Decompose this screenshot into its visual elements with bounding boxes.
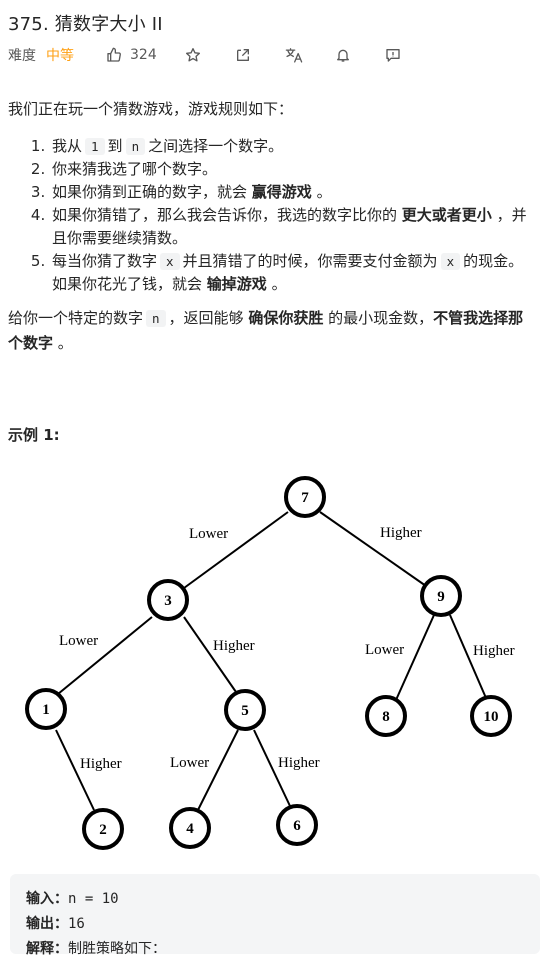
node-label: 3 [164,593,172,609]
rule-text: 我从 [52,137,83,155]
example-output-label: 输出： [26,916,68,932]
rule-text: 你来猜我选了哪个数字。 [52,160,218,178]
inline-code: n [146,310,166,327]
task-text-part: 。 [57,334,73,352]
example-output-value: 16 [68,916,85,932]
edge-label: Lower [365,642,404,658]
tree-node [470,695,512,737]
example-explain-value: 制胜策略如下： [68,941,166,957]
problem-meta-bar: 难度 中等 324 [8,44,401,66]
rule-item: 你来猜我选了哪个数字。 [50,158,536,181]
node-label: 8 [382,709,390,725]
tree-edge [197,729,239,811]
rule-text: 的现金。如果你花光了钱，就会 [52,252,524,293]
tree-edge [449,614,487,699]
edge-label: Higher [278,755,320,771]
bold-text: 更大或者更小 [401,206,492,224]
bold-text: 不管我选择那个数字 [8,309,524,352]
tree-node [276,804,318,846]
tree-node [169,807,211,849]
tree-edge [55,729,95,811]
thumbs-up-icon [106,47,122,63]
rule-text: 如果你猜错了，那么我会告诉你，我选的数字比你的 [52,206,398,224]
tree-edge [183,511,289,589]
intro-text: 我们正在玩一个猜数游戏，游戏规则如下： [8,100,294,118]
node-label: 1 [42,702,50,718]
edge-label: Lower [59,633,98,649]
bell-icon[interactable] [335,47,351,63]
edge-label: Lower [189,526,228,542]
task-text-part: 的最小现金数， [328,309,434,327]
edge-label: Higher [380,525,422,541]
feedback-icon[interactable] [385,47,401,63]
rule-text: 之间选择一个数字。 [148,137,284,155]
rule-item: 如果你猜错了，那么我会告诉你，我选的数字比你的 更大或者更小 ，并且你需要继续猜… [50,204,536,250]
tree-edge [253,729,291,807]
like-button[interactable]: 324 [106,47,157,63]
node-label: 4 [186,821,194,837]
tree-node [284,476,326,518]
bold-text: 赢得游戏 [251,183,312,201]
edge-label: Lower [170,755,209,771]
node-label: 9 [437,589,445,605]
tree-edge [183,616,237,693]
node-label: 7 [301,490,309,506]
bold-text: 确保你获胜 [248,309,324,327]
rule-text: 并且猜错了的时候，你需要支付金额为 [182,252,438,270]
tree-node [365,695,407,737]
rule-text: 如果你猜到正确的数字，就会 [52,183,248,201]
example-input-label: 输入： [26,891,68,907]
translate-icon[interactable] [285,47,303,63]
like-count: 324 [130,47,157,63]
edge-label: Higher [213,638,255,654]
node-label: 6 [293,818,301,834]
node-label: 10 [484,709,499,725]
node-label: 5 [241,703,249,719]
decision-tree-image: Lower Higher Lower Higher Lower Higher H… [25,476,515,850]
inline-code: x [160,253,180,270]
rule-text: 到 [107,137,123,155]
task-text-part: 给你一个特定的数字 [8,309,144,327]
star-icon[interactable] [185,47,201,63]
example-explain-label: 解释： [26,941,68,957]
tree-node [420,575,462,617]
example-input-value: n = 10 [68,891,119,907]
task-text-part: ，返回能够 [168,309,244,327]
inline-code: 1 [85,138,105,155]
edge-label: Higher [80,756,122,772]
example-block: 输入：n = 10 输出：16 解释：制胜策略如下： [10,874,540,957]
rule-text: 每当你猜了数字 [52,252,158,270]
difficulty-label: 难度 [8,48,36,64]
rule-item: 如果你猜到正确的数字，就会 赢得游戏 。 [50,181,536,204]
bold-text: 输掉游戏 [206,275,267,293]
rule-text: 。 [316,183,332,201]
tree-node [25,688,67,730]
rule-item: 每当你猜了数字x并且猜错了的时候，你需要支付金额为x的现金。如果你花光了钱，就会… [50,250,536,296]
tree-edge [319,511,427,587]
node-label: 2 [99,822,107,838]
example-input: 输入：n = 10 [26,888,119,908]
example-title: 示例 1: [8,426,60,444]
example-explanation: 解释：制胜策略如下： [26,938,166,958]
rule-text: 。 [271,275,287,293]
example-output: 输出：16 [26,913,85,933]
tree-node [82,808,124,850]
inline-code: x [440,253,461,270]
tree-node [224,689,266,731]
rule-text: ，并且你需要继续猜数。 [52,206,527,247]
inline-code: n [125,138,146,155]
edge-label: Higher [473,643,515,659]
tree-node [147,579,189,621]
page-title: 375. 猜数字大小 II [8,14,163,35]
difficulty-badge: 中等 [46,48,74,64]
share-icon[interactable] [235,47,251,63]
tree-edge [57,616,153,695]
tree-edge [395,614,435,701]
